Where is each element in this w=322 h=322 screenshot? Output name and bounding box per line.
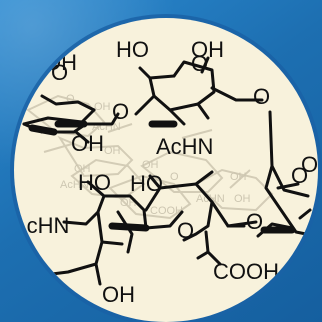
label-cooh: COOH	[213, 259, 279, 284]
svg-text:O: O	[170, 171, 179, 183]
label-bottom-oh: OH	[102, 282, 135, 307]
ghost-labels: O OH OH OH AcHN OH O OH OH OH COOH AcHN …	[60, 93, 251, 217]
label-left-bottom-ho: HO	[78, 170, 111, 195]
label-top-ho: HO	[116, 37, 149, 62]
label-right-o-mid: O	[246, 209, 263, 234]
label-bottom-ring-o: O	[177, 218, 194, 243]
label-ring-o-top: O	[191, 51, 208, 76]
structure-content: O OH OH OH AcHN OH O OH OH OH COOH AcHN …	[14, 37, 318, 307]
svg-text:O: O	[66, 93, 75, 105]
svg-text:OH: OH	[234, 193, 251, 205]
svg-text:OH: OH	[94, 101, 111, 113]
label-right-lower-o: O	[291, 163, 308, 188]
svg-text:OH: OH	[230, 171, 247, 183]
svg-text:OH: OH	[104, 145, 121, 157]
visible-labels: OH HO OH O O O O OH AcHN O O HO HO AcHN …	[14, 37, 318, 307]
label-top-oh: OH	[191, 37, 224, 62]
label-left-lower-oh: OH	[71, 131, 104, 156]
ghost-background-structures	[26, 94, 274, 220]
disc-background	[14, 18, 318, 322]
label-left-ring-o: O	[51, 60, 68, 85]
svg-text:OH: OH	[74, 163, 91, 175]
label-center-ho: HO	[130, 171, 163, 196]
label-ring-o-right: O	[253, 84, 270, 109]
label-right-o-upper: O	[301, 152, 318, 177]
svg-text:AcHN: AcHN	[60, 179, 89, 191]
label-left-mid-o: O	[112, 99, 129, 124]
wedge-bonds	[28, 120, 296, 234]
svg-text:OH: OH	[142, 159, 159, 171]
main-bonds	[22, 56, 318, 286]
svg-text:COOH: COOH	[150, 205, 183, 217]
label-achn-top: AcHN	[156, 134, 213, 159]
